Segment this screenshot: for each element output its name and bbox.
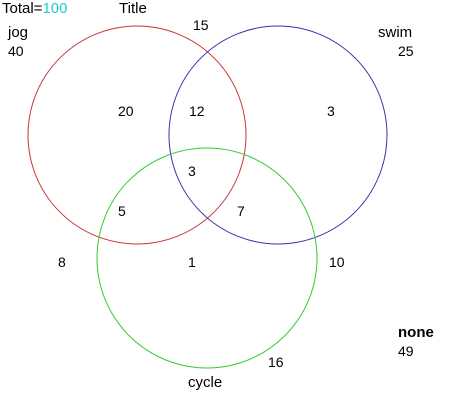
outside-number-left: 8 [58,254,66,270]
region-jog-cycle: 5 [118,203,126,219]
region-all-three: 3 [188,163,196,179]
outside-number-top: 15 [193,17,209,33]
cycle-circle [96,147,318,369]
swim-total: 25 [398,43,414,59]
region-jog-swim: 12 [189,103,205,119]
region-jog-only: 20 [118,103,134,119]
swim-circle [168,25,388,245]
diagram-title: Title [119,0,147,17]
jog-total: 40 [8,43,24,59]
total-label-text: Total= [2,0,43,17]
outside-number-right: 10 [329,254,345,270]
swim-label: swim [378,24,412,41]
region-swim-cycle: 7 [237,203,245,219]
region-cycle-only: 1 [188,254,196,270]
cycle-label: cycle [188,374,222,391]
total-value: 100 [42,0,67,17]
total-label: Total=100 [2,0,67,17]
none-label: none [398,324,434,341]
none-value: 49 [398,343,414,359]
cycle-total: 16 [268,354,284,370]
jog-circle [27,25,247,245]
region-swim-only: 3 [327,103,335,119]
jog-label: jog [7,24,28,41]
